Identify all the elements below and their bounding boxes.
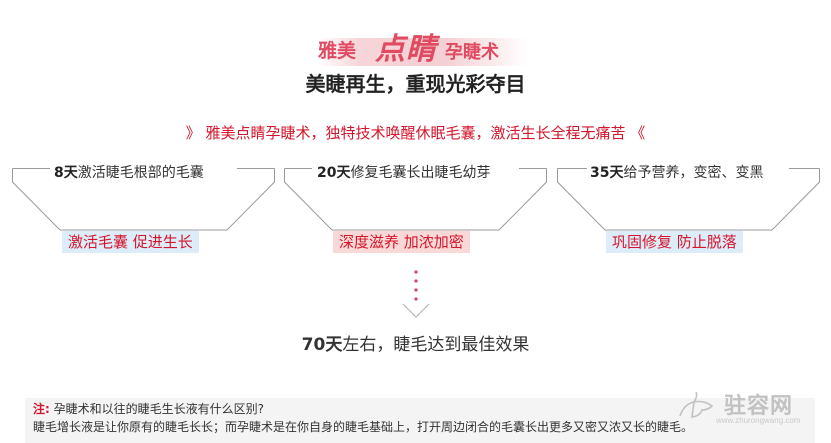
result-line: 70天左右，睫毛达到最佳效果 (0, 330, 831, 355)
watermark-url: www.zhurongwang.com (716, 416, 801, 425)
stage-1-day: 8天 (54, 165, 78, 181)
slogan-text: 雅美点睛孕睫术，独特技术唤醒休眠毛囊，激活生长全程无痛苦 (205, 124, 626, 142)
watermark-text: 驻容网 (724, 394, 794, 419)
stage-1-label: 8天激活睫毛根部的毛囊 (54, 162, 204, 182)
stage-2-label: 20天修复毛囊长出睫毛幼芽 (317, 162, 490, 182)
note-answer: 睫毛增长液是让你原有的睫毛长长；而孕睫术是在你自身的睫毛基础上，打开周边闭合的毛… (33, 420, 694, 434)
note-question-line: 注: 孕睫术和以往的睫毛生长液有什么区别? (33, 400, 264, 417)
stage-3-desc: 给予营养，变密、变黑 (623, 165, 764, 181)
stage-3-day: 35天 (590, 165, 624, 181)
stage-1-tag: 激活毛囊 促进生长 (62, 231, 199, 253)
stage-2-tag: 深度滋养 加浓加密 (333, 231, 470, 253)
title-highlight-band (318, 38, 528, 66)
stage-2-day: 20天 (317, 165, 351, 181)
note-prefix: 注: (33, 402, 50, 416)
stage-3-tag: 巩固修复 防止脱落 (606, 231, 743, 253)
title-brand: 雅美 (318, 40, 357, 62)
watermark: 驻容网 www.zhurongwang.com (672, 388, 822, 428)
chevron-left-icon: 《 (630, 124, 646, 142)
stage-bracket-2 (284, 168, 547, 231)
title-service: 孕睫术 (445, 42, 499, 63)
note-box: 注: 孕睫术和以往的睫毛生长液有什么区别? 睫毛增长液是让你原有的睫毛长长；而孕… (25, 398, 815, 443)
result-day: 70天 (301, 335, 343, 355)
deer-logo-icon (679, 391, 714, 418)
stage-bracket-3 (557, 168, 820, 231)
stage-3-label: 35天给予营养，变密、变黑 (590, 162, 763, 182)
title-script: 点睛 (375, 32, 437, 67)
result-text: 左右，睫毛达到最佳效果 (342, 335, 530, 355)
stage-bracket-1 (12, 168, 275, 231)
stage-2-desc: 修复毛囊长出睫毛幼芽 (350, 165, 491, 181)
stage-1-desc: 激活睫毛根部的毛囊 (77, 165, 204, 181)
page-title: 雅美 点睛 孕睫术 (318, 26, 528, 67)
arrow-down-icon (402, 270, 430, 318)
subtitle: 美睫再生，重现光彩夺目 (305, 72, 526, 96)
chevron-right-icon: 》 (185, 124, 201, 142)
note-question: 孕睫术和以往的睫毛生长液有什么区别? (53, 402, 265, 416)
slogan: 》 雅美点睛孕睫术，独特技术唤醒休眠毛囊，激活生长全程无痛苦 《 (0, 122, 831, 143)
